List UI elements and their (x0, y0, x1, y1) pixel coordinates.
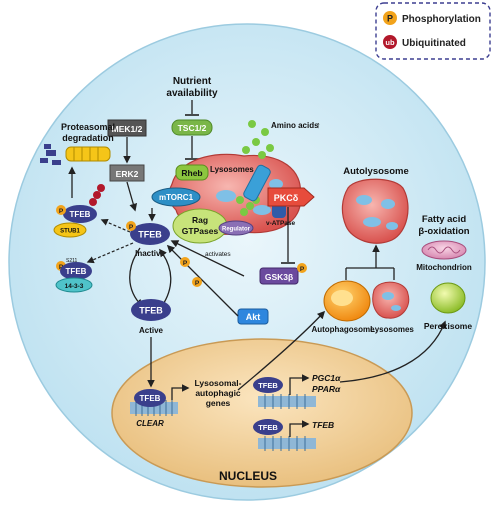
tsc-node (171, 119, 213, 136)
regulator-node (218, 220, 254, 236)
phosphorylation-legend-icon (383, 11, 397, 25)
ub-chain-3 (97, 184, 105, 192)
mtorc1-label: mTORC1 (159, 193, 194, 202)
tfeb-1433-node (60, 262, 92, 280)
s211-label: S211 (66, 258, 78, 264)
legend: P Phosphorylation ub Ubiquitinated (375, 2, 491, 60)
activates-label: activates (205, 251, 231, 258)
mek-label: MEK1/2 (112, 124, 143, 134)
tfeb-nuclear-node (134, 389, 166, 407)
dna-pgc (258, 394, 316, 409)
tfeb-active-label: TFEB (139, 306, 163, 316)
gsk-node (259, 267, 299, 285)
tfeb-autoreg-label: TFEB (258, 423, 278, 432)
peroxisome (430, 282, 466, 314)
pkcd-node (267, 187, 315, 207)
active-label: Active (139, 326, 164, 335)
amino-acid-transporter (243, 164, 271, 202)
mtorc1-node (151, 187, 201, 207)
lysosomes-top-label: Lysosomes (210, 165, 254, 174)
ub-chain-2 (93, 191, 101, 199)
tfeb-active-node (131, 299, 171, 321)
lysosomes-bottom (372, 281, 410, 319)
tsc-label: TSC1/2 (178, 123, 207, 133)
tfeb-autoreg-node (253, 419, 283, 435)
nucleus-label: NUCLEUS (219, 469, 277, 483)
protein-1433-node (55, 277, 93, 293)
proteasomal-label-1: Proteasomal (61, 122, 115, 132)
tfeb-ub-node (63, 205, 97, 223)
autolysosome-label: Autolysosome (343, 166, 408, 177)
autolysosome (341, 178, 409, 244)
clear-label: CLEAR (136, 419, 164, 428)
erk-node (109, 164, 145, 182)
rag-label-2: GTPases (182, 226, 219, 236)
nucleus (111, 338, 413, 488)
pkcd-label: PKCδ (274, 193, 299, 203)
fatty-acid-label-1: Fatty acid (422, 214, 467, 225)
autophagosome-label: Autophagosome (311, 325, 375, 334)
tfeb-inactive-label: TFEB (138, 230, 162, 240)
tfeb-pgc-node (253, 377, 283, 393)
gsk-phospho: P (300, 266, 305, 273)
nutrient-label-2: availability (166, 88, 218, 99)
ub-chain-1 (89, 198, 97, 206)
rheb-label: Rheb (181, 168, 202, 178)
tfeb-gene-label: TFEB (312, 420, 334, 430)
gsk-label: GSK3β (265, 272, 293, 282)
tfeb-pgc-label: TFEB (258, 381, 278, 390)
akt-node (237, 308, 269, 325)
tfeb-inactive-phospho: P (129, 224, 134, 231)
proteasomal-label-2: degradation (62, 133, 114, 143)
tfeb-nuclear-label: TFEB (140, 394, 161, 403)
peroxisome-label: Peroxisome (424, 321, 472, 331)
mek-node (107, 119, 147, 137)
ubiquitinated-legend-label: Ubiquitinated (402, 38, 466, 49)
vatpase-label: v-ATPase (266, 220, 296, 227)
tfeb-ub-phospho: P (59, 208, 64, 215)
rag-label-1: Rag (192, 215, 208, 225)
tfeb-1433-label: TFEB (66, 267, 87, 276)
mitochondrion-label: Mitochondrion (416, 263, 472, 272)
tfeb-ub-label: TFEB (70, 210, 91, 219)
proteasome-icon (40, 144, 111, 165)
pgc-label: PGC1α (312, 373, 341, 383)
lysosomal-genes-1: Lysosomal- (195, 378, 242, 388)
lysosomal-genes-3: genes (206, 398, 231, 408)
stub1-label: STUB1 (60, 229, 80, 235)
erk-label: ERK2 (116, 169, 139, 179)
phosphorylation-legend-symbol: P (387, 14, 393, 24)
phosphorylation-legend-label: Phosphorylation (402, 14, 481, 25)
akt-phospho-1: P (183, 260, 188, 267)
amino-acids-label: Amino acids (271, 121, 319, 130)
amino-acids-up-arrow: ↑ (316, 120, 321, 130)
tfeb-inactive-node (130, 223, 170, 245)
nutrient-label-1: Nutrient (173, 76, 212, 87)
lysosomal-genes-2: autophagic (195, 388, 241, 398)
akt-label: Akt (246, 312, 261, 322)
ubiquitinated-legend-icon (383, 35, 397, 49)
fatty-acid-label-2: β-oxidation (418, 226, 469, 237)
dna-tfeb (258, 436, 316, 451)
stub1-node (53, 222, 87, 238)
lysosomes-bottom-label: Lysosomes (370, 325, 414, 334)
protein-1433-label: 14-3-3 (65, 283, 84, 290)
ubiquitinated-legend-symbol: ub (385, 38, 395, 47)
akt-phospho-2: P (195, 280, 200, 287)
regulator-label: Regulator (222, 227, 251, 233)
ppar-label: PPARα (312, 384, 341, 394)
rheb-node (175, 164, 209, 181)
inactive-label: Inactive (135, 249, 165, 258)
